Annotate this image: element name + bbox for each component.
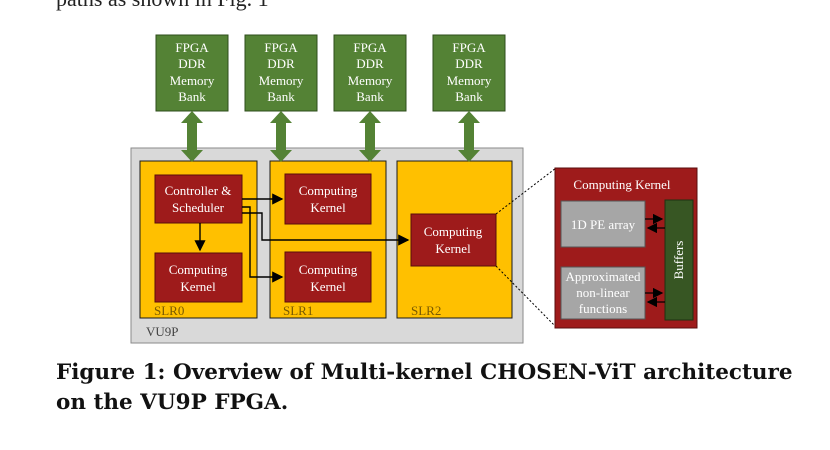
svg-text:DDR: DDR — [267, 56, 295, 71]
figure-caption: Figure 1: Overview of Multi-kernel CHOSE… — [56, 360, 793, 415]
memory-bank: FPGA DDR Memory Bank — [244, 34, 318, 112]
memory-connector — [458, 111, 480, 162]
svg-text:Bank: Bank — [267, 89, 295, 104]
svg-text:DDR: DDR — [455, 56, 483, 71]
svg-text:Controller &: Controller & — [165, 183, 232, 198]
svg-text:functions: functions — [579, 301, 627, 316]
svg-text:Kernel: Kernel — [180, 279, 216, 294]
nonlinear-functions-block: Approximated non-linear functions — [560, 266, 646, 320]
memory-bank: FPGA DDR Memory Bank — [155, 34, 229, 112]
svg-text:Memory: Memory — [170, 73, 215, 88]
svg-text:1D PE array: 1D PE array — [571, 217, 636, 232]
memory-connector — [359, 111, 381, 162]
svg-text:Bank: Bank — [455, 89, 483, 104]
arrow-to-slr1-bottom-kernel — [242, 206, 284, 283]
svg-text:Computing: Computing — [424, 224, 483, 239]
svg-text:FPGA: FPGA — [175, 40, 209, 55]
memory-bank: FPGA DDR Memory Bank — [432, 34, 506, 112]
architecture-diagram: VU9P SLR0 SLR1 SLR2 FPGA DDR Memory Bank… — [130, 34, 698, 344]
chip-label: VU9P — [146, 324, 179, 339]
svg-text:Bank: Bank — [178, 89, 206, 104]
svg-text:Memory: Memory — [447, 73, 492, 88]
svg-text:Computing: Computing — [299, 262, 358, 277]
detail-title: Computing Kernel — [573, 177, 671, 192]
computing-kernel-slr0: Computing Kernel — [154, 252, 243, 303]
memory-connector — [270, 111, 292, 162]
slr0-label: SLR0 — [154, 303, 184, 318]
computing-kernel-slr1-top: Computing Kernel — [284, 173, 372, 225]
controller-arrows — [194, 193, 410, 283]
svg-text:DDR: DDR — [356, 56, 384, 71]
memory-connectors — [181, 111, 480, 162]
svg-text:Computing: Computing — [299, 183, 358, 198]
buffers-block: Buffers — [664, 199, 694, 321]
svg-text:FPGA: FPGA — [264, 40, 298, 55]
svg-text:Memory: Memory — [348, 73, 393, 88]
svg-text:non-linear: non-linear — [576, 285, 630, 300]
computing-kernel-slr2: Computing Kernel — [410, 213, 497, 267]
svg-text:Kernel: Kernel — [310, 200, 346, 215]
memory-connector — [181, 111, 203, 162]
controller-scheduler-block: Controller & Scheduler — [154, 174, 243, 224]
computing-kernel-slr1-bottom: Computing Kernel — [284, 251, 372, 303]
slr1-label: SLR1 — [283, 303, 313, 318]
svg-text:Approximated: Approximated — [565, 269, 641, 284]
svg-text:Kernel: Kernel — [310, 279, 346, 294]
svg-text:Bank: Bank — [356, 89, 384, 104]
svg-text:Buffers: Buffers — [671, 241, 686, 280]
svg-text:Scheduler: Scheduler — [172, 200, 225, 215]
svg-text:Computing: Computing — [169, 262, 228, 277]
memory-bank: FPGA DDR Memory Bank — [333, 34, 407, 112]
pe-array-block: 1D PE array — [560, 200, 646, 248]
svg-text:DDR: DDR — [178, 56, 206, 71]
svg-text:FPGA: FPGA — [452, 40, 486, 55]
intro-text: paths as shown in Fig. 1 — [56, 0, 269, 12]
svg-text:Kernel: Kernel — [435, 241, 471, 256]
svg-text:FPGA: FPGA — [353, 40, 387, 55]
arrow-to-slr2-kernel — [242, 212, 410, 246]
zoom-line-top — [495, 167, 557, 215]
slr2-label: SLR2 — [411, 303, 441, 318]
buffer-arrows — [645, 213, 665, 308]
svg-text:Memory: Memory — [259, 73, 304, 88]
